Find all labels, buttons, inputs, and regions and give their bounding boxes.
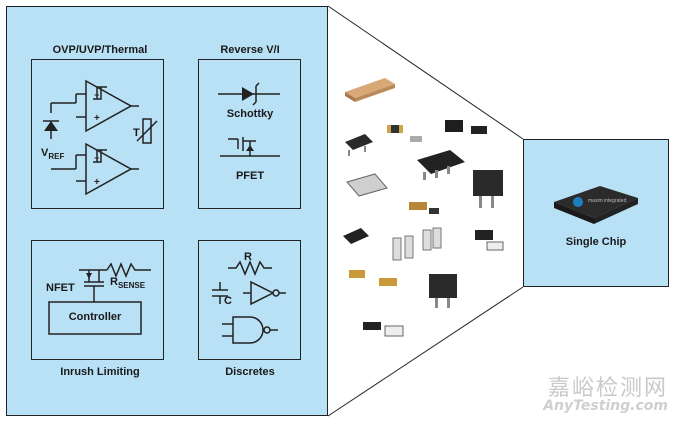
sot23-icon xyxy=(345,134,373,156)
ovp-title: OVP/UVP/Thermal xyxy=(52,44,148,56)
reverse-schematic xyxy=(218,82,280,157)
chip-marking: maxim integrated xyxy=(588,198,627,204)
ic-chip-icon: maxim integrated xyxy=(554,186,638,224)
svg-text:−: − xyxy=(94,153,99,163)
crystal-icon xyxy=(346,173,388,197)
discretes-title: Discretes xyxy=(225,366,275,378)
component-cluster xyxy=(343,78,504,337)
watermark-chinese: 嘉峪检测网 xyxy=(547,376,668,401)
schottky-label: Schottky xyxy=(226,108,274,120)
vref-label: VREF xyxy=(41,147,65,162)
inrush-title: Inrush Limiting xyxy=(60,366,140,378)
capacitor-label: C xyxy=(224,295,232,307)
single-chip-label: Single Chip xyxy=(565,236,627,248)
pfet-label: PFET xyxy=(235,170,265,182)
ovp-schematic: − + − + xyxy=(43,79,158,196)
dpak-icon xyxy=(473,170,503,208)
thermistor-label: T xyxy=(133,127,140,139)
reverse-box xyxy=(198,59,301,209)
svg-text:−: − xyxy=(94,90,99,100)
chip-resistor-icon xyxy=(345,78,395,102)
watermark-english: AnyTesting.com xyxy=(543,398,668,414)
svg-text:+: + xyxy=(94,113,100,124)
rsense-label: RSENSE xyxy=(110,276,146,291)
nfet-label: NFET xyxy=(46,282,75,294)
sot223-icon xyxy=(417,150,465,180)
discretes-schematic xyxy=(212,260,286,344)
svg-text:+: + xyxy=(94,177,100,188)
inrush-schematic xyxy=(48,262,151,335)
controller-label: Controller xyxy=(68,311,122,323)
reverse-title: Reverse V/I xyxy=(220,44,280,56)
inrush-box xyxy=(31,240,164,360)
resistor-label: R xyxy=(244,251,252,263)
